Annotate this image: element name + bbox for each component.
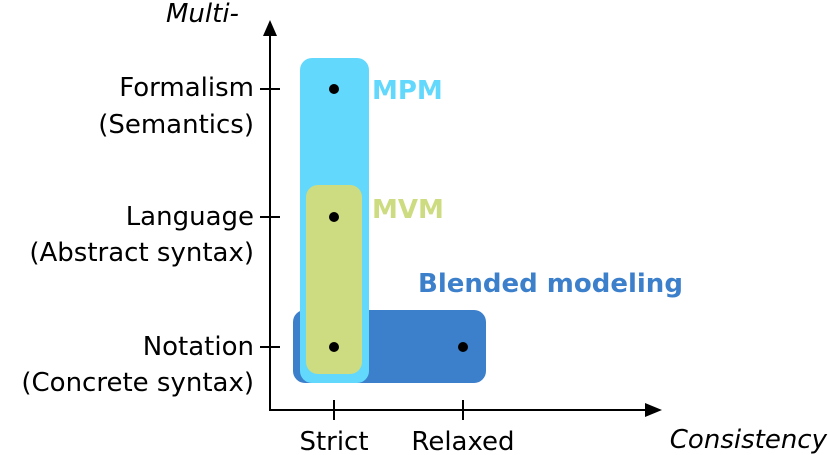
- x-label-strict: Strict: [299, 427, 368, 455]
- x-label-relaxed: Relaxed: [411, 427, 514, 455]
- y-sublabel-abstract-syntax: (Abstract syntax): [29, 238, 254, 268]
- y-sublabel-concrete-syntax: (Concrete syntax): [21, 368, 254, 398]
- point-strict-formalism: [329, 84, 339, 94]
- y-label-language: Language: [126, 202, 254, 232]
- y-axis-title: Multi-: [166, 0, 239, 29]
- x-axis-title: Consistency: [670, 425, 828, 455]
- y-label-notation: Notation: [143, 332, 254, 362]
- mvm-region: [306, 185, 362, 374]
- y-label-formalism: Formalism: [119, 73, 254, 103]
- mvm-label: MVM: [372, 195, 444, 225]
- blended-modeling-label: Blended modeling: [418, 269, 683, 299]
- x-axis-arrowhead: [645, 403, 662, 417]
- y-sublabel-semantics: (Semantics): [98, 110, 254, 140]
- point-relaxed-notation: [458, 342, 468, 352]
- y-axis-arrowhead: [263, 20, 277, 36]
- point-strict-language: [329, 212, 339, 222]
- mpm-label: MPM: [372, 76, 443, 106]
- point-strict-notation: [329, 342, 339, 352]
